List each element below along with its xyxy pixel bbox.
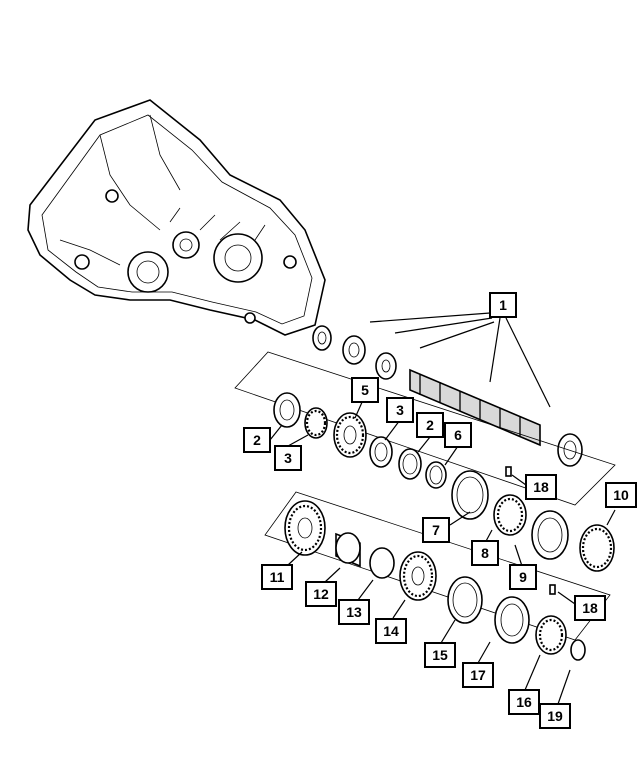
input-shaft-assembly [312, 325, 583, 467]
svg-text:18: 18 [533, 479, 549, 495]
transmission-case [27, 99, 326, 336]
svg-text:17: 17 [470, 667, 486, 683]
callout-11: 11 [261, 564, 293, 590]
callout-13: 13 [338, 599, 370, 625]
callout-5: 5 [351, 377, 379, 403]
callout-1: 1 [489, 292, 517, 318]
svg-text:6: 6 [454, 427, 462, 443]
callout-2-right: 2 [416, 412, 444, 438]
callout-16: 16 [508, 689, 540, 715]
svg-text:19: 19 [547, 708, 563, 724]
svg-text:3: 3 [396, 402, 404, 418]
svg-text:5: 5 [361, 382, 369, 398]
svg-text:11: 11 [270, 569, 285, 585]
callout-3-right: 3 [386, 397, 414, 423]
svg-text:3: 3 [284, 450, 292, 466]
svg-text:10: 10 [613, 487, 629, 503]
svg-text:2: 2 [253, 432, 261, 448]
svg-text:8: 8 [481, 545, 489, 561]
svg-text:16: 16 [516, 694, 532, 710]
callout-10: 10 [605, 482, 637, 508]
callout-8: 8 [471, 540, 499, 566]
input-shaft-plane [234, 351, 616, 506]
callout-19: 19 [539, 703, 571, 729]
callout-2-left: 2 [243, 427, 271, 453]
svg-text:2: 2 [426, 417, 434, 433]
callout-12: 12 [305, 581, 337, 607]
callout-17: 17 [462, 662, 494, 688]
callout-3-left: 3 [274, 445, 302, 471]
callout-18-lower: 18 [574, 595, 606, 621]
callout-15: 15 [424, 642, 456, 668]
svg-text:14: 14 [383, 623, 399, 639]
svg-text:7: 7 [432, 522, 440, 538]
svg-text:9: 9 [519, 569, 527, 585]
output-gears-row [284, 500, 586, 661]
svg-text:1: 1 [499, 297, 507, 313]
svg-text:13: 13 [346, 604, 362, 620]
svg-text:15: 15 [432, 647, 448, 663]
svg-text:18: 18 [582, 600, 598, 616]
callout-6: 6 [444, 422, 472, 448]
leader-lines [269, 312, 616, 705]
callout-14: 14 [375, 618, 407, 644]
input-gears-row [273, 392, 615, 595]
svg-text:12: 12 [313, 586, 329, 602]
callout-18-upper: 18 [525, 474, 557, 500]
callout-7: 7 [422, 517, 450, 543]
callout-9: 9 [509, 564, 537, 590]
